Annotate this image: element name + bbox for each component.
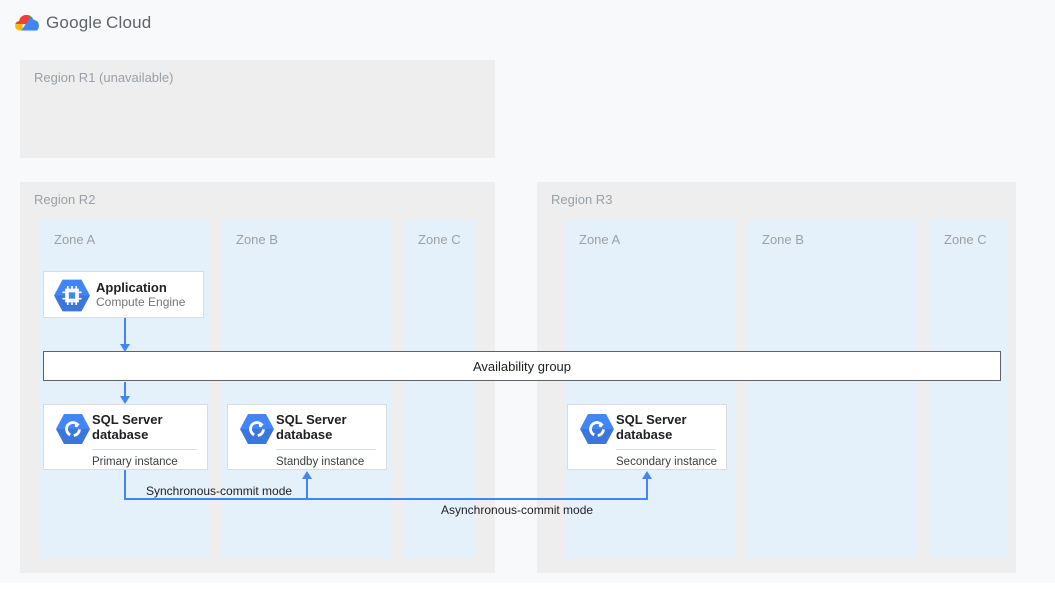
sql-server-database-icon [580, 414, 614, 444]
zone-label: Zone B [762, 232, 804, 247]
region-r3-zone-c: Zone C [930, 220, 1007, 558]
zone-label: Zone C [944, 232, 987, 247]
zone-label: Zone A [579, 232, 621, 247]
region-r2-label: Region R2 [34, 192, 96, 207]
region-r3-zone-a: Zone A [565, 220, 735, 558]
divider [92, 449, 197, 450]
availability-group-bar: Availability group [43, 351, 1001, 381]
zone-label: Zone B [236, 232, 278, 247]
zone-label: Zone A [54, 232, 96, 247]
sql-standby-node: SQL Server database Standby instance [227, 404, 387, 470]
sql-secondary-node: SQL Server database Secondary instance [567, 404, 727, 470]
application-subtitle: Compute Engine [96, 295, 186, 309]
divider [276, 449, 376, 450]
sql-standby-instance-label: Standby instance [276, 456, 365, 468]
google-cloud-logo-icon [15, 14, 39, 31]
region-r3-zone-b: Zone B [748, 220, 918, 558]
sql-primary-title: SQL Server database [92, 412, 163, 442]
brand-cloud: Cloud [106, 13, 152, 32]
availability-group-label: Availability group [472, 358, 572, 374]
region-r3-label: Region R3 [551, 192, 613, 207]
zone-label: Zone C [418, 232, 461, 247]
application-title: Application [96, 280, 167, 295]
sql-primary-instance-label: Primary instance [92, 456, 178, 468]
sql-secondary-instance-label: Secondary instance [616, 456, 718, 468]
sql-server-database-icon [56, 414, 90, 444]
brand-google: Google [46, 13, 103, 32]
compute-engine-icon [54, 279, 90, 312]
sql-primary-node: SQL Server database Primary instance [43, 404, 208, 470]
region-r2-zone-c: Zone C [404, 220, 475, 558]
asynchronous-commit-label: Asynchronous-commit mode [441, 503, 594, 517]
application-node: Application Compute Engine [43, 271, 204, 318]
region-r2-zone-b: Zone B [222, 220, 392, 558]
region-r1-unavailable: Region R1 (unavailable) [20, 60, 495, 158]
region-r1-label: Region R1 (unavailable) [34, 70, 174, 85]
divider [616, 449, 716, 450]
synchronous-commit-label: Synchronous-commit mode [146, 484, 293, 498]
sql-standby-title: SQL Server database [276, 412, 347, 442]
sql-server-database-icon [240, 414, 274, 444]
sql-secondary-title: SQL Server database [616, 412, 687, 442]
